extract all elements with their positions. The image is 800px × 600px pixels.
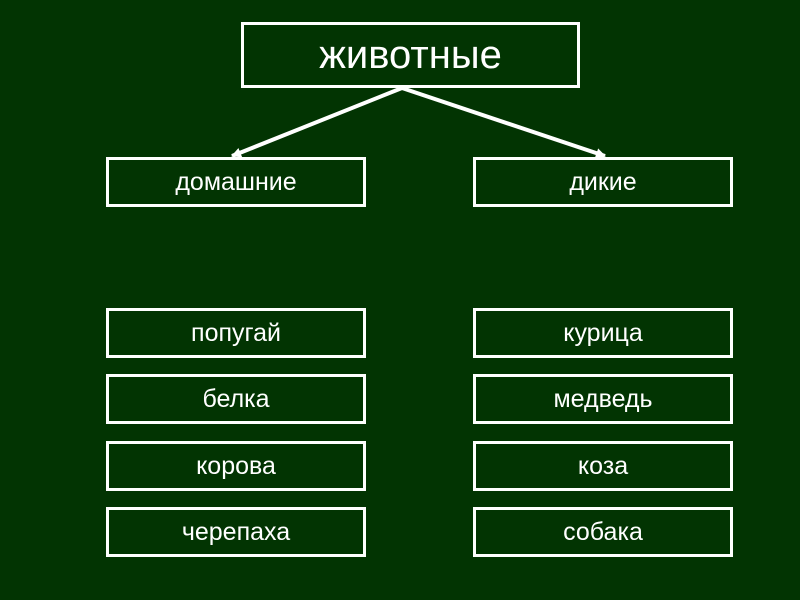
- category-domestic: домашние: [106, 157, 366, 207]
- arrow-to-domestic: [231, 86, 403, 158]
- category-wild-label: дикие: [569, 167, 637, 196]
- item-box: попугай: [106, 308, 366, 358]
- item-box: медведь: [473, 374, 733, 424]
- item-box: корова: [106, 441, 366, 491]
- root-label: животные: [319, 32, 502, 77]
- item-label: белка: [202, 384, 270, 413]
- item-label: медведь: [553, 384, 653, 413]
- item-box: коза: [473, 441, 733, 491]
- root-node: животные: [241, 22, 580, 88]
- item-label: попугай: [191, 318, 281, 347]
- category-domestic-label: домашние: [175, 167, 297, 196]
- item-box: курица: [473, 308, 733, 358]
- item-label: собака: [563, 517, 643, 546]
- arrow-to-wild: [401, 86, 606, 158]
- item-label: черепаха: [181, 517, 291, 546]
- item-box: белка: [106, 374, 366, 424]
- item-label: коза: [577, 451, 629, 480]
- item-label: корова: [196, 451, 276, 480]
- item-box: собака: [473, 507, 733, 557]
- category-wild: дикие: [473, 157, 733, 207]
- item-label: курица: [563, 318, 643, 347]
- item-box: черепаха: [106, 507, 366, 557]
